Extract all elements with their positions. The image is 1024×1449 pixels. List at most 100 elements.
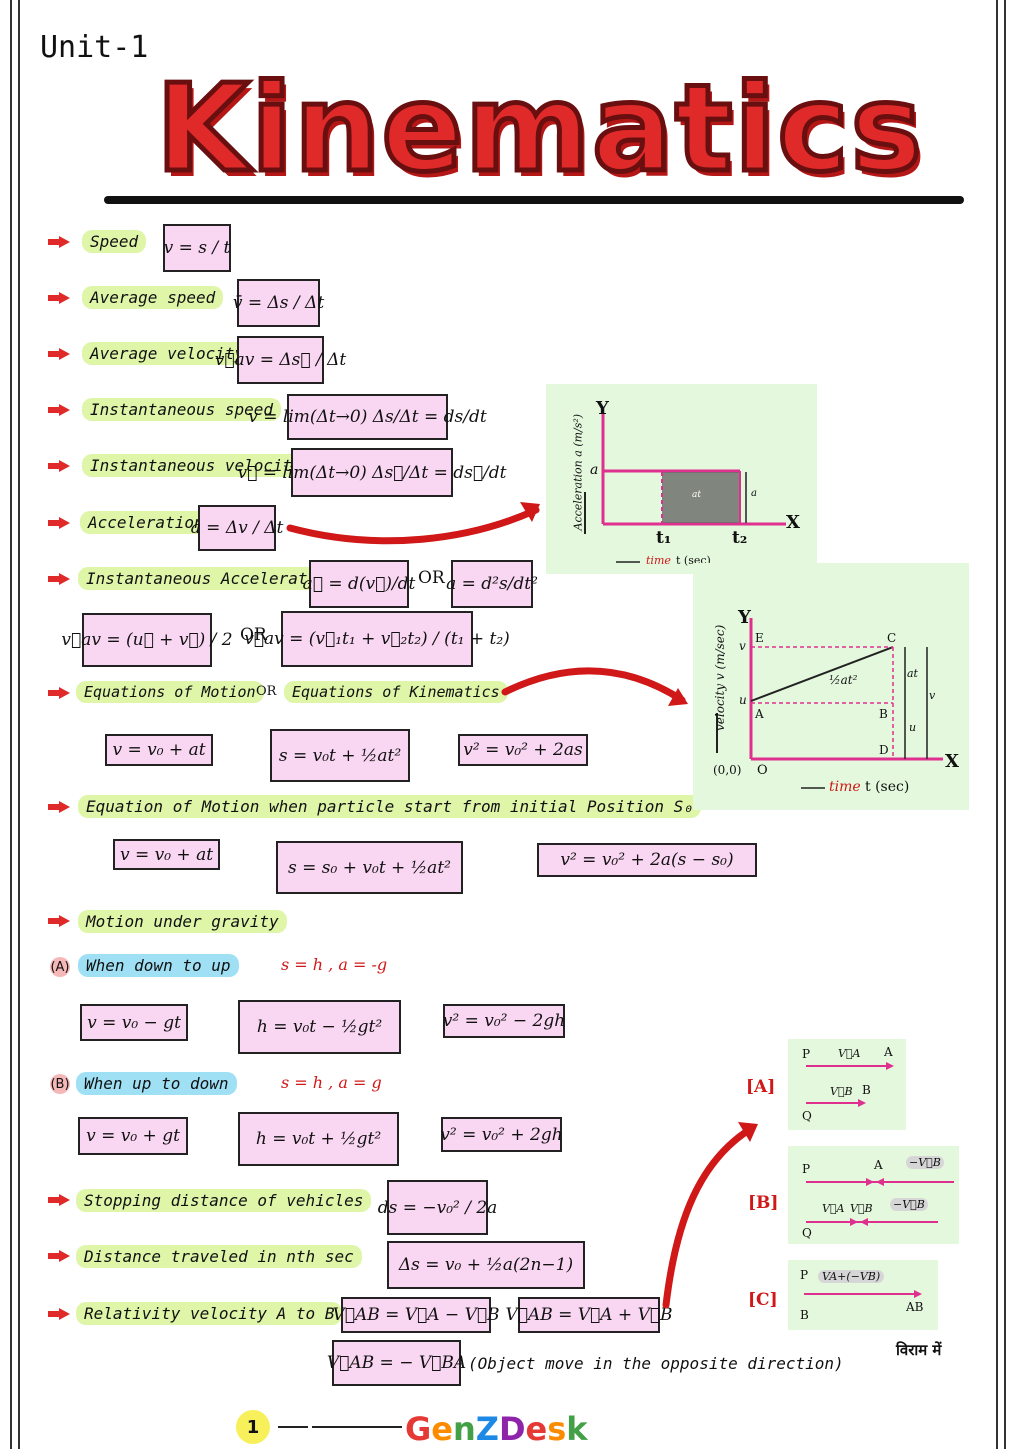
neg-vb-vector: −V⃗B xyxy=(890,1198,928,1211)
relative-velocity-formula-1: V⃗AB = V⃗A − V⃗B xyxy=(332,1297,500,1333)
gravity-b-equation-3: v² = v₀² + 2gh xyxy=(440,1117,563,1152)
gravity-a-equation-2: h = v₀t − ½gt² xyxy=(238,1000,401,1054)
bullet-arrow-icon xyxy=(48,292,70,304)
instantaneous-velocity-formula: v⃗ = lim(Δt→0) Δs⃗/Δt = ds⃗/dt xyxy=(237,448,507,497)
acceleration-formula: a = Δv / Δt xyxy=(191,505,283,551)
gravity-b-equation-1: v = v₀ + gt xyxy=(78,1117,188,1155)
bullet-arrow-icon xyxy=(48,801,70,813)
initial-position-equation-1: v = v₀ + at xyxy=(113,839,220,870)
initial-position-label: Equation of Motion when particle start f… xyxy=(78,795,701,818)
point-b: B xyxy=(862,1083,871,1097)
eom-equation-1: v = v₀ + at xyxy=(105,734,213,766)
point-a: A xyxy=(874,1158,883,1172)
y-axis-letter: Y xyxy=(596,398,609,419)
area-label: at xyxy=(692,490,701,500)
up-to-down-condition: s = h , a = g xyxy=(281,1073,382,1092)
bullet-arrow-icon xyxy=(48,1194,70,1206)
at-label: at xyxy=(907,667,918,680)
average-velocity-label: Average velocity xyxy=(82,342,253,365)
down-to-up-label: When down to up xyxy=(78,954,239,977)
brand-letter: n xyxy=(452,1410,476,1448)
instantaneous-acceleration-label: Instantaneous Acceleration xyxy=(78,567,345,590)
brand-logo: GenZDesk xyxy=(405,1410,588,1448)
x-axis-title-red: time xyxy=(646,554,671,567)
half-at-squared-label: ½at² xyxy=(829,673,858,687)
vab-vector: VA+(−VB) xyxy=(818,1270,885,1283)
va-vector: V⃗A xyxy=(838,1047,861,1060)
va-vector: V⃗A xyxy=(822,1202,845,1215)
frame-line xyxy=(996,0,998,1449)
average-velocity-formula: v⃗av = Δs⃗ / Δt xyxy=(215,336,346,384)
frame-line xyxy=(10,0,12,1449)
point-q: Q xyxy=(802,1109,812,1123)
unit-label: Unit-1 xyxy=(40,30,149,65)
or-text: OR xyxy=(240,625,267,645)
footer-rule xyxy=(278,1426,308,1428)
point-c: C xyxy=(887,631,897,645)
eom-equation-2: s = v₀t + ½at² xyxy=(270,729,410,782)
motion-under-gravity-label: Motion under gravity xyxy=(78,910,287,933)
page-title: Kinematics xyxy=(153,58,924,202)
diagram-c-tag: [C] xyxy=(748,1290,778,1310)
gravity-a-equation-1: v = v₀ − gt xyxy=(80,1004,188,1041)
bullet-arrow-icon xyxy=(48,348,70,360)
bullet-arrow-icon xyxy=(48,460,70,472)
stopping-distance-label: Stopping distance of vehicles xyxy=(76,1189,372,1212)
brand-letter: D xyxy=(498,1410,526,1448)
brand-letter: G xyxy=(405,1410,432,1448)
t2-label: t₂ xyxy=(732,528,748,548)
neg-vb-vector: −V⃗B xyxy=(906,1156,944,1169)
instantaneous-speed-label: Instantaneous speed xyxy=(82,398,282,421)
point-o: O xyxy=(757,763,768,778)
speed-formula: v = s / t xyxy=(163,224,231,272)
nth-sec-label: Distance traveled in nth sec xyxy=(76,1245,362,1268)
bullet-arrow-icon xyxy=(48,404,70,416)
point-a: A xyxy=(755,707,764,721)
or-text: OR xyxy=(256,684,277,699)
point-p: P xyxy=(802,1047,811,1061)
relative-diagram-a: P Q V⃗A V⃗B A B xyxy=(788,1039,906,1130)
relative-diagram-b: P Q A V⃗A V⃗B −V⃗B −V⃗B xyxy=(788,1146,959,1244)
frame-line xyxy=(1004,0,1006,1449)
brand-letter: s xyxy=(547,1410,567,1448)
brand-letter: k xyxy=(566,1410,588,1448)
v-side-label: v xyxy=(929,689,936,702)
relative-velocity-formula-2: V⃗AB = V⃗A + V⃗B xyxy=(505,1297,673,1333)
diagram-b-tag: [B] xyxy=(748,1193,779,1213)
eom-equation-3: v² = v₀² + 2as xyxy=(458,734,588,766)
bullet-arrow-icon xyxy=(48,1308,70,1320)
u-level-label: u xyxy=(739,693,747,707)
average-speed-label: Average speed xyxy=(82,286,224,309)
stopping-distance-formula: ds = −v₀² / 2a xyxy=(378,1180,497,1235)
vb-vector: V⃗B xyxy=(830,1085,853,1098)
or-text: OR xyxy=(418,568,445,588)
bullet-arrow-icon xyxy=(48,517,70,529)
avg-velocity-formula-2: v⃗av = (v⃗₁t₁ + v⃗₂t₂) / (t₁ + t₂) xyxy=(244,611,510,667)
relative-velocity-label: Relativity velocity A to B xyxy=(76,1302,343,1325)
bullet-arrow-icon xyxy=(48,915,70,927)
velocity-graph: Y X v u E C A B D O (0,0) ½at² at u v ti… xyxy=(693,563,969,810)
brand-letter: e xyxy=(431,1410,453,1448)
acceleration-graph: Y X a t₁ t₂ at a time t (sec) Accelerati… xyxy=(546,384,817,574)
bullet-arrow-icon xyxy=(48,1250,70,1262)
u-side-label: u xyxy=(909,721,917,734)
x-axis-title-red: time xyxy=(829,779,861,795)
bullet-arrow-icon xyxy=(48,687,70,699)
gravity-a-equation-3: v² = v₀² − 2gh xyxy=(443,1004,565,1038)
frame-line xyxy=(18,0,20,1449)
point-q: Q xyxy=(802,1226,812,1240)
down-to-up-condition: s = h , a = -g xyxy=(281,955,388,974)
bullet-arrow-icon xyxy=(48,573,70,585)
equations-of-kinematics-label: Equations of Kinematics xyxy=(284,681,508,703)
v-level-label: v xyxy=(739,639,746,653)
opposite-direction-note: (Object move in the opposite direction) xyxy=(468,1354,844,1373)
y-axis-title: velocity v (m/sec) xyxy=(713,624,727,731)
avg-velocity-formula-1: v⃗av = (u⃗ + v⃗) / 2 xyxy=(61,613,233,667)
bullet-arrow-icon xyxy=(48,236,70,248)
average-speed-formula: v̄ = Δs / Δt xyxy=(233,279,324,327)
instantaneous-velocity-label: Instantaneous velocity xyxy=(82,454,310,477)
relative-velocity-formula-3: V⃗AB = − V⃗BA xyxy=(327,1340,466,1386)
relative-diagram-c: P B VA+(−VB) AB xyxy=(788,1260,938,1330)
acceleration-label: Acceleration xyxy=(80,511,212,534)
point-b: B xyxy=(879,707,888,721)
